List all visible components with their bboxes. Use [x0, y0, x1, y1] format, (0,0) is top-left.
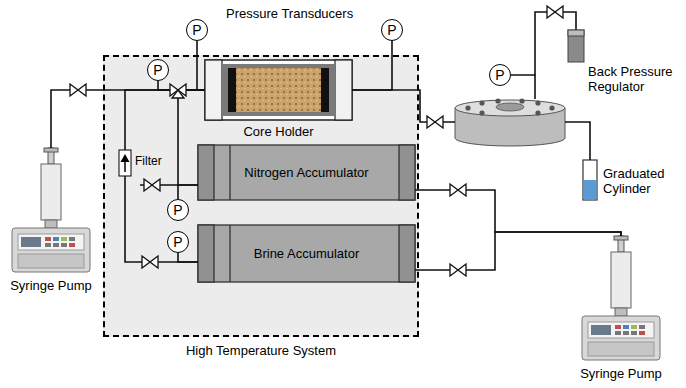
pipe — [415, 190, 621, 236]
pressure-transducer: P — [381, 19, 403, 41]
valve-symbol — [458, 264, 466, 276]
back-pressure-regulator: Back Pressure Regulator — [455, 99, 565, 147]
pressure-transducer: P — [167, 231, 189, 253]
node-label: Brine Accumulator — [254, 246, 360, 261]
bolt — [479, 110, 484, 115]
valve-symbol — [70, 84, 78, 96]
regulator-top — [455, 100, 565, 116]
rubber-end — [228, 68, 236, 112]
pipe — [125, 176, 198, 262]
end-cap — [205, 60, 222, 120]
accumulator-cap — [399, 225, 415, 282]
filter-body — [119, 150, 131, 176]
core-holder: Core Holder — [205, 60, 352, 120]
bolt — [479, 100, 484, 105]
valve-symbol — [78, 84, 86, 96]
pipe — [415, 232, 621, 270]
piston — [229, 145, 230, 200]
accumulator-cap — [198, 225, 214, 282]
core-holder-body — [205, 60, 352, 120]
valve-symbol — [435, 116, 443, 128]
cylinder-glass — [583, 160, 597, 200]
accumulator-cap — [399, 145, 415, 200]
valve-symbol — [144, 179, 152, 191]
node-label: Nitrogen Accumulator — [244, 165, 368, 180]
node-label: Syringe Pump — [580, 366, 662, 381]
accumulator-body — [198, 225, 415, 282]
pipe — [511, 75, 535, 99]
node-label: P — [153, 63, 162, 77]
pressure-transducer: P — [167, 199, 189, 221]
title-label: Pressure Transducers — [226, 6, 353, 21]
valve-symbol — [547, 6, 555, 18]
node-label: P — [173, 203, 182, 217]
pipe — [352, 90, 455, 122]
node-label: Syringe Pump — [10, 278, 92, 293]
piston — [229, 225, 230, 282]
valve-symbol — [172, 90, 184, 98]
dome-cylinder — [568, 30, 584, 62]
valve-symbol — [150, 256, 158, 268]
rubber-end — [321, 68, 329, 112]
node-label: Graduated Cylinder — [603, 166, 679, 196]
valve-symbol — [458, 184, 466, 196]
node-label: Filter — [135, 154, 162, 169]
syringe-pump-drawing — [582, 236, 660, 360]
syringe-pump-drawing — [12, 148, 90, 272]
regulator-knob — [496, 103, 524, 111]
region-ground — [103, 55, 419, 337]
bolt — [549, 105, 554, 110]
bolt — [535, 110, 540, 115]
regulator-edge — [565, 108, 566, 138]
pipe — [178, 185, 198, 199]
pipe — [352, 41, 392, 90]
node-label: P — [173, 235, 182, 249]
valve-symbol — [152, 179, 160, 191]
node-label: Back Pressure Regulator — [588, 64, 680, 94]
pressure-transducer: P — [186, 19, 208, 41]
valve-symbol — [427, 116, 435, 128]
node-label: P — [192, 23, 201, 37]
bolt — [465, 105, 470, 110]
valve-symbol — [450, 184, 458, 196]
regulator-edge — [455, 108, 456, 138]
pressure-transducer: P — [147, 59, 169, 81]
bolt — [519, 98, 524, 103]
cylinder-liquid — [584, 180, 597, 199]
pipe — [565, 122, 590, 160]
syringe-pump: Syringe Pump — [580, 236, 662, 362]
valve-symbol — [142, 256, 150, 268]
pipe — [178, 253, 198, 262]
pipe — [51, 90, 205, 148]
rock-core — [236, 68, 321, 112]
nitrogen-accumulator: Nitrogen Accumulator — [198, 145, 415, 200]
graduated-cylinder: Graduated Cylinder — [583, 160, 597, 200]
node-label: P — [387, 23, 396, 37]
node-label: High Temperature System — [186, 343, 336, 358]
valve-symbol — [555, 6, 563, 18]
pipe — [197, 41, 205, 90]
brine-accumulator: Brine Accumulator — [198, 225, 415, 282]
filter-arrow — [124, 162, 126, 172]
syringe-pump: Syringe Pump — [10, 148, 92, 274]
end-cap — [335, 60, 352, 120]
node-label: P — [495, 68, 504, 82]
filter-arrow — [121, 154, 130, 162]
filter: Filter — [119, 150, 131, 176]
dome-cap — [568, 30, 584, 36]
node-label: Core Holder — [243, 124, 313, 139]
sleeve — [222, 64, 335, 116]
pipe — [125, 90, 205, 150]
bolt — [535, 100, 540, 105]
bolt — [495, 98, 500, 103]
pipe — [178, 90, 205, 185]
accumulator-body — [198, 145, 415, 200]
accumulator-cap — [198, 145, 214, 200]
valve-symbol — [450, 264, 458, 276]
high-temperature-region: High Temperature SystemPCore HolderFilte… — [103, 55, 419, 337]
pressure-transducer: P — [489, 64, 511, 86]
